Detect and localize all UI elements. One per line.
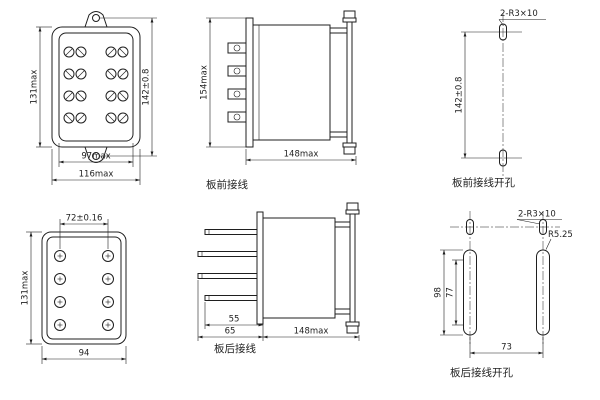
dim-rear-depth: 148max [263,327,360,341]
front-view: 131max 142±0.8 97max 116max [30,11,157,185]
terminal-screw-row [63,68,129,80]
relay-body-outline [51,26,141,148]
dim-rear-col-spacing: 72±0.16 [59,214,109,249]
dim-text-131max-rear: 131max [21,271,31,306]
relay-case [252,24,331,141]
mounting-bracket-rear [335,202,360,334]
dim-text-131max: 131max [30,70,40,105]
mounting-slot-bottom [499,149,507,167]
dim-text-94: 94 [79,349,90,359]
dim-text-73: 73 [501,343,512,353]
mounting-bolt-bottom [346,325,359,334]
wiring-terminals [227,42,247,123]
solder-pins [197,229,258,301]
dim-pin-short: 55 [204,302,263,329]
dim-text-142-cutout: 142±0.8 [455,77,465,114]
dim-rear-width: 94 [41,346,127,364]
dim-front-width-inner: 97max [58,143,134,167]
dim-text-55: 55 [229,315,240,325]
dim-text-65: 65 [225,327,236,337]
dim-text-116max: 116max [79,170,114,180]
mounting-hole-top [92,14,100,22]
dim-side-height: 154max [200,17,246,148]
terminal-screw-row [63,46,129,58]
dim-text-142: 142±0.8 [142,69,152,106]
relay-body-inner-outline [58,32,134,142]
dim-side-depth: 148max [245,149,357,165]
dim-text-97max: 97max [81,152,110,162]
slot-note-leader-rear: 2-R3×10 [516,210,562,225]
relay-case-rear [262,217,336,319]
note-text-radius: R5.25 [548,230,573,240]
front-wiring-cutout-view: 142±0.8 2-R3×10 板前接线开孔 [452,9,546,189]
rear-view: 72±0.16 131max 94 [21,214,127,364]
relay-body-inner-outline-rear [46,236,122,340]
slot-note-leader: 2-R3×10 [498,9,546,26]
dim-cutout-hole-spacing: 142±0.8 [455,32,467,158]
caption-rear-wiring: 板后接线 [214,342,256,355]
terminal-screw-row [63,112,129,124]
radius-note-leader: R5.25 [545,230,573,250]
caption-front-wiring: 板前接线 [206,178,248,191]
dim-front-width-outer: 116max [51,149,141,185]
front-flange [245,17,254,148]
terminal-slot-left [463,249,477,336]
mounting-slot-top [499,23,507,41]
note-text-slot: 2-R3×10 [500,9,538,19]
dim-slot-length: 98 [434,249,463,336]
front-wiring-side-view: 154max 148max 板前接线 [200,10,357,191]
mounting-ear-top [84,11,108,28]
dim-slot-straight: 77 [446,259,463,326]
terminal-screws [63,46,129,124]
mounting-bolt-top [346,202,359,211]
rear-wiring-cutout-view: 98 77 73 2-R3×10 R5.25 板后接线开孔 [434,210,573,380]
mounting-bolt-top [343,10,356,19]
mounting-bracket [330,10,357,155]
dim-cutout-col-spacing: 73 [469,337,544,358]
dim-text-77: 77 [446,287,456,298]
caption-front-cutout: 板前接线开孔 [452,176,515,189]
dim-pin-long: 65 [197,280,264,341]
dim-text-154max: 154max [200,65,210,100]
dim-text-148max-rear: 148max [294,327,329,337]
dim-front-height: 131max [30,26,52,148]
mounting-slot-left [466,219,474,235]
terminal-screw-row [63,90,129,102]
note-text-slot-rear: 2-R3×10 [518,210,556,220]
rear-flange [256,211,264,325]
dim-text-98: 98 [434,287,444,298]
dim-text-148max: 148max [284,150,319,160]
rear-wiring-side-view: 55 65 148max 板后接线 [197,202,360,355]
dim-front-hole-spacing: 142±0.8 [100,17,157,157]
mounting-hole-bottom [92,152,100,160]
terminal-slot-right [536,249,550,336]
mounting-bolt-bottom [343,146,356,155]
dim-text-72: 72±0.16 [66,214,103,224]
relay-body-outline-rear [41,231,127,345]
dim-rear-height: 131max [21,231,42,345]
terminal-pins-rear [54,250,114,331]
caption-rear-cutout: 板后接线开孔 [450,366,513,379]
